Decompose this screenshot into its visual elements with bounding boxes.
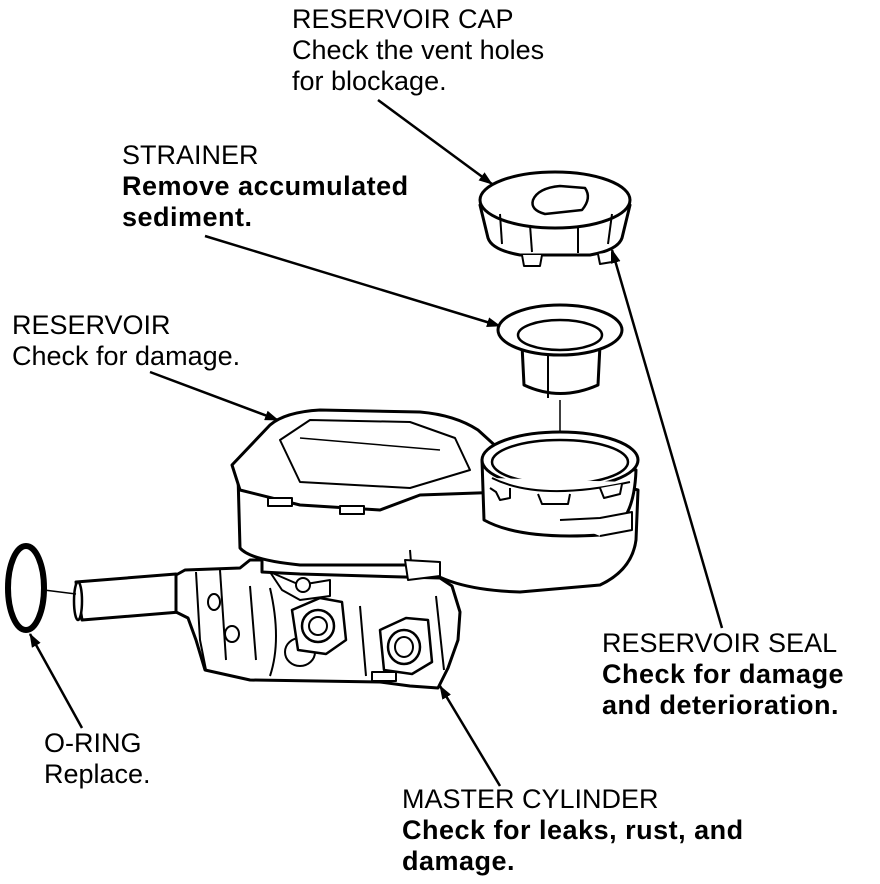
master-cylinder-line2: damage. — [402, 846, 516, 876]
callout-o-ring: O-RING Replace. — [44, 728, 151, 790]
callout-master-cylinder: MASTER CYLINDER Check for leaks, rust, a… — [402, 784, 744, 877]
leader-reservoir-seal — [610, 249, 724, 629]
master-cylinder-drawing — [72, 558, 462, 690]
strainer-line1: Remove accumulated — [122, 171, 409, 201]
reservoir-cap-line2: for blockage. — [292, 66, 447, 96]
leader-lines — [28, 98, 724, 787]
reservoir-title: RESERVOIR — [12, 310, 171, 340]
callout-reservoir-cap: RESERVOIR CAP Check the vent holes for b… — [292, 4, 544, 97]
reservoir-seal-line1: Check for damage — [602, 659, 845, 689]
reservoir-cap-line1: Check the vent holes — [292, 35, 545, 65]
callout-reservoir-seal: RESERVOIR SEAL Check for damage and dete… — [602, 628, 880, 721]
o-ring-line1: Replace. — [44, 759, 151, 789]
strainer-line2: sediment. — [122, 202, 253, 232]
leader-strainer — [204, 234, 501, 328]
reservoir-seal-title: RESERVOIR SEAL — [602, 628, 838, 658]
strainer-title: STRAINER — [122, 140, 259, 170]
reservoir-cap-title: RESERVOIR CAP — [292, 4, 514, 34]
master-cylinder-line1: Check for leaks, rust, and — [402, 815, 744, 845]
o-ring-drawing — [5, 543, 47, 633]
leader-master-cylinder — [438, 685, 502, 787]
reservoir-drawing — [230, 408, 640, 594]
o-ring-title: O-RING — [44, 728, 142, 758]
callout-reservoir: RESERVOIR Check for damage. — [12, 310, 240, 372]
leader-reservoir — [149, 370, 279, 422]
o-ring-centerline — [43, 589, 77, 595]
leader-reservoir-cap — [377, 98, 493, 186]
callout-strainer: STRAINER Remove accumulated sediment. — [122, 140, 409, 233]
strainer-drawing — [496, 303, 624, 398]
reservoir-seal-line2: and deterioration. — [602, 690, 840, 720]
master-cylinder-title: MASTER CYLINDER — [402, 784, 659, 814]
reservoir-cap-drawing — [478, 170, 632, 267]
reservoir-line1: Check for damage. — [12, 341, 241, 371]
leader-o-ring — [28, 633, 84, 729]
